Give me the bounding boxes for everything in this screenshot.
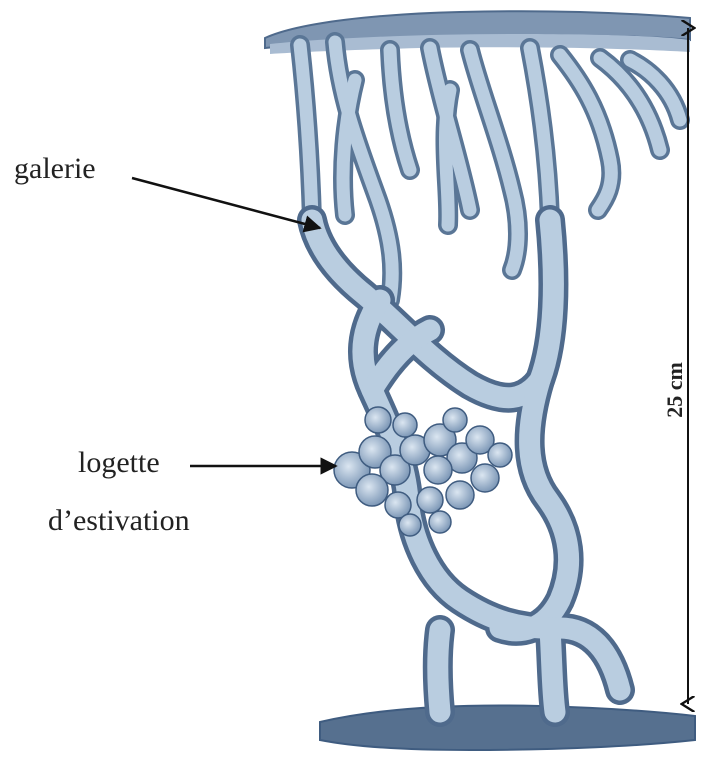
- bottom-soil-surface: [320, 706, 695, 750]
- logette-label-line1: logette: [78, 446, 160, 479]
- logette-label-line2: d’estivation: [48, 504, 190, 537]
- upper-tunnel-network: [300, 42, 680, 300]
- scale-label: 25 cm: [662, 362, 687, 418]
- galerie-arrow: [132, 178, 320, 228]
- galerie-label: galerie: [14, 152, 96, 185]
